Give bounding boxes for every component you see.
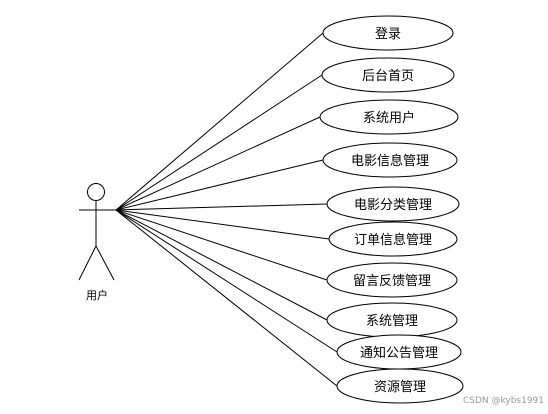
use-case-ellipse — [321, 57, 455, 93]
use-case-label: 系统管理 — [366, 314, 418, 329]
use-case-login[interactable]: 登录 — [322, 15, 454, 51]
association-line — [115, 209, 338, 353]
use-case-ellipse — [326, 262, 458, 298]
association-line — [115, 116, 321, 211]
use-case-label: 通知公告管理 — [360, 345, 438, 361]
use-case-label: 资源管理 — [374, 380, 426, 395]
use-case-resources[interactable]: 资源管理 — [336, 368, 464, 404]
use-case-movie-category[interactable]: 电影分类管理 — [326, 186, 460, 222]
use-case-label: 后台首页 — [362, 69, 414, 84]
use-case-ellipse — [322, 142, 458, 178]
use-case-dashboard[interactable]: 后台首页 — [321, 57, 455, 93]
use-case-label: 电影信息管理 — [351, 153, 429, 169]
association-line — [115, 209, 330, 240]
use-case-announcements[interactable]: 通知公告管理 — [336, 334, 462, 370]
actor-label: 用户 — [86, 288, 108, 302]
use-case-system-users[interactable]: 系统用户 — [319, 99, 459, 135]
use-case-ellipse — [326, 186, 460, 222]
association-line — [115, 203, 328, 211]
actor-left-leg — [78, 245, 97, 281]
actor[interactable] — [78, 183, 116, 281]
association-line — [115, 32, 324, 211]
use-case-label: 系统用户 — [363, 110, 415, 126]
use-case-ellipse — [322, 15, 454, 51]
association-line — [115, 209, 328, 321]
association-line — [115, 74, 323, 211]
use-case-label: 留言反馈管理 — [353, 274, 431, 289]
actor-head — [87, 183, 105, 201]
use-case-label: 电影分类管理 — [354, 198, 432, 213]
use-case-ellipse — [328, 221, 458, 257]
use-case-ellipse — [319, 99, 459, 135]
use-case-feedback[interactable]: 留言反馈管理 — [326, 262, 458, 298]
use-case-system-management[interactable]: 系统管理 — [326, 302, 458, 338]
use-case-order-info[interactable]: 订单信息管理 — [328, 221, 458, 257]
association-line — [115, 209, 338, 387]
use-case-label: 订单信息管理 — [354, 232, 432, 248]
watermark: CSDN @kybs1991 — [463, 396, 544, 406]
association-line — [115, 159, 324, 211]
association-lines — [115, 32, 338, 387]
actor-right-leg — [95, 245, 115, 281]
association-line — [115, 209, 328, 281]
use-case-ellipse — [336, 368, 464, 404]
use-case-movie-info[interactable]: 电影信息管理 — [322, 142, 458, 178]
use-case-label: 登录 — [375, 27, 401, 42]
